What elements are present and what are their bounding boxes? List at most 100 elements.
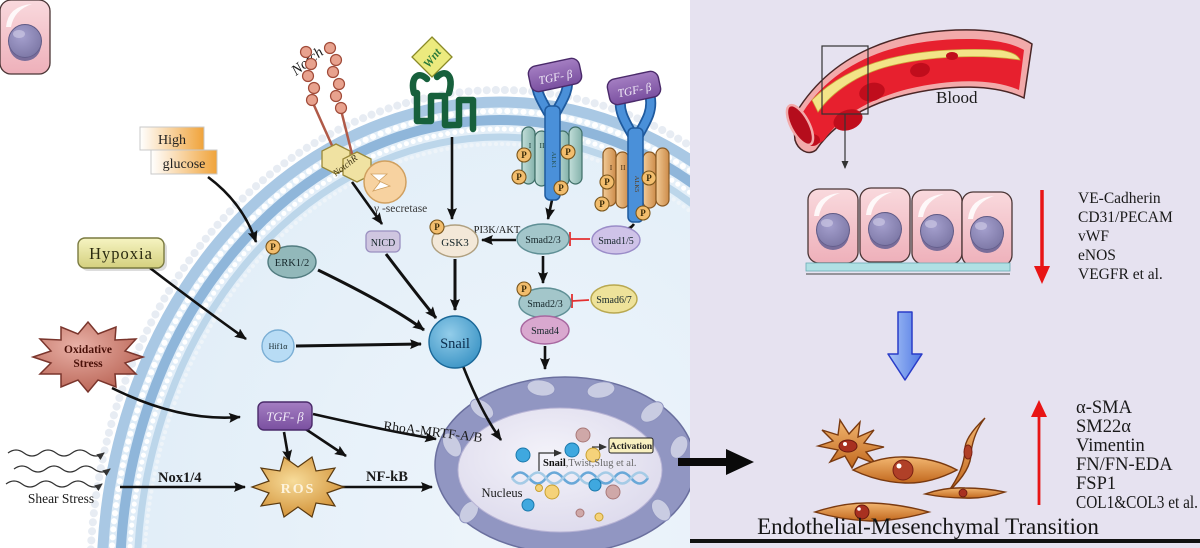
- notchr-hexagons: [321, 143, 372, 183]
- erk12-node: ERK1/2 P: [265, 239, 317, 279]
- svg-text:Hypoxia: Hypoxia: [89, 244, 153, 263]
- alk1-label: ALK1: [550, 152, 557, 169]
- emt-transition-arrow: [887, 311, 923, 381]
- svg-text:Activation: Activation: [610, 442, 653, 452]
- svg-text:Stress: Stress: [73, 358, 103, 370]
- activation-box: Activation: [608, 437, 654, 454]
- svg-text:Smad2/3: Smad2/3: [525, 235, 561, 246]
- marker-item: Vimentin: [1076, 436, 1145, 456]
- svg-text:Hif1α: Hif1α: [269, 342, 289, 351]
- svg-text:TGF- β: TGF- β: [266, 410, 304, 424]
- nucleus-label: Nucleus: [482, 486, 523, 500]
- svg-text:Smad4: Smad4: [531, 326, 559, 337]
- oxidative-stress-burst: Oxidative Stress: [30, 320, 146, 394]
- marker-item: SM22α: [1076, 417, 1131, 437]
- plaque: [811, 49, 1021, 113]
- smad67-inhibits-smad23: [571, 294, 590, 308]
- endothelial-marker-list: VE-Cadherin CD31/PECAM vWF eNOS VEGFR et…: [1034, 190, 1173, 284]
- svg-text:Snail: Snail: [440, 336, 470, 352]
- svg-text:High: High: [158, 133, 186, 148]
- svg-text:P: P: [270, 242, 276, 252]
- smad15-inhibits-smad23: [569, 232, 590, 246]
- tgfb-receptor-right: TGF- β I II ALK5 P P P P: [594, 70, 670, 223]
- svg-text:Smad6/7: Smad6/7: [596, 295, 632, 306]
- svg-text:Smad2/3: Smad2/3: [527, 299, 563, 310]
- smad23-p-node: Smad2/3 P: [516, 281, 572, 319]
- tgfb-cyto-box: TGF- β: [257, 401, 313, 431]
- svg-text:P: P: [599, 199, 605, 209]
- vessel-cut-end: [785, 103, 815, 147]
- receptor-stem: [544, 105, 561, 201]
- gene-list-label: Snail,Twist,Slug et al.: [543, 458, 637, 469]
- gene-promoter-arrow: [538, 449, 562, 471]
- phospho-badges-left: P P P P: [511, 144, 576, 196]
- nuclear-pores: [442, 379, 689, 524]
- marker-item: α-SMA: [1076, 398, 1133, 418]
- svg-text:NICD: NICD: [371, 238, 395, 249]
- tgfb-receptor-left: TGF- β I II ALK1 P P P P: [511, 57, 583, 201]
- svg-text:P: P: [521, 150, 527, 160]
- type-I-label: I: [610, 163, 613, 172]
- marker-item: VE-Cadherin: [1078, 190, 1161, 207]
- wnt-ligand-diamond: [411, 36, 453, 78]
- bottom-rule: [690, 539, 1200, 543]
- svg-text:glucose: glucose: [163, 157, 206, 172]
- shear-stress-label: Shear Stress: [28, 491, 94, 506]
- notch-bead-chain: [299, 41, 348, 115]
- snail-node: Snail: [428, 315, 482, 369]
- dna-helix: [510, 471, 650, 485]
- nox-label: Nox1/4: [158, 470, 202, 486]
- gamma-secretase: γ -secretase: [363, 160, 427, 215]
- type-II-label: II: [540, 141, 545, 150]
- marker-item: FN/FN-EDA: [1076, 455, 1173, 475]
- signal-arrows: [111, 137, 636, 492]
- phospho-badges-right: P P P P: [594, 170, 657, 221]
- hif1a-node: Hif1α: [261, 329, 295, 363]
- pi3k-akt-label: PI3K/AKT: [474, 225, 521, 236]
- svg-text:ERK1/2: ERK1/2: [275, 258, 309, 269]
- tgfb-ligand-right-box: TGF- β: [606, 70, 662, 106]
- transcription-factor-dots: [515, 427, 621, 522]
- smad67-node: Smad6/7: [590, 284, 638, 314]
- frizzled-serpentine: [409, 70, 477, 133]
- marker-item: VEGFR et al.: [1078, 266, 1163, 283]
- nfkb-label: NF-kB: [366, 469, 408, 485]
- svg-text:P: P: [516, 172, 522, 182]
- type-II-label: II: [621, 163, 626, 172]
- svg-text:P: P: [640, 208, 646, 218]
- alk5-label: ALK5: [633, 176, 640, 193]
- svg-text:Oxidative: Oxidative: [64, 344, 112, 356]
- marker-item: eNOS: [1078, 247, 1116, 264]
- blood-label: Blood: [936, 88, 978, 107]
- smad23-node: Smad2/3: [516, 223, 570, 255]
- shear-stress-waves: Shear Stress: [5, 449, 111, 506]
- mesenchymal-cells: [812, 417, 1008, 522]
- svg-text:GSK3: GSK3: [441, 237, 469, 249]
- mesenchymal-marker-list: α-SMA SM22α Vimentin FN/FN-EDA FSP1 COL1…: [1031, 398, 1198, 512]
- smad4-node: Smad4: [520, 315, 570, 345]
- smad15-node: Smad1/5: [591, 225, 641, 255]
- type-I-label: I: [529, 141, 532, 150]
- gsk3-node: GSK3 P: [429, 219, 479, 258]
- tgfb-ligand-left-box: TGF- β: [527, 57, 583, 93]
- endothelial-cell-row: [0, 0, 1013, 275]
- svg-text:P: P: [565, 147, 571, 157]
- svg-text:P: P: [521, 284, 527, 294]
- basement-membrane: [805, 262, 1011, 272]
- svg-text:P: P: [434, 222, 440, 232]
- cell-signaling-panel: Snail,Twist,Slug et al. Activation Nucle…: [5, 36, 690, 548]
- marker-item: COL1&COL3 et al.: [1076, 492, 1198, 512]
- hypoxia-box: Hypoxia: [77, 237, 167, 271]
- ros-star: ROS: [250, 456, 346, 518]
- svg-text:P: P: [558, 183, 564, 193]
- marker-item: FSP1: [1076, 474, 1116, 494]
- nucleus-to-emt-arrow: [678, 449, 754, 475]
- marker-item: CD31/PECAM: [1078, 209, 1173, 226]
- svg-text:Smad1/5: Smad1/5: [598, 236, 634, 247]
- blood-vessel: Blood: [785, 29, 1033, 169]
- marker-item: vWF: [1078, 228, 1109, 245]
- svg-text:P: P: [646, 173, 652, 183]
